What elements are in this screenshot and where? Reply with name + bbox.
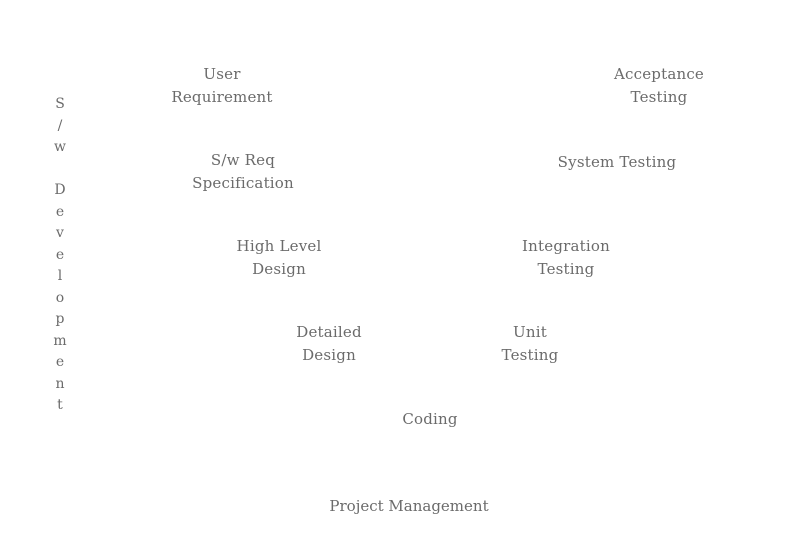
node-line: Acceptance [613,65,705,83]
node-line: Unit [513,323,547,341]
node-acceptance-testing: Acceptance Testing [614,63,704,109]
node-system-testing: System Testing [558,151,677,174]
node-line: Integration [522,237,610,255]
node-line: Design [252,260,306,278]
vertical-label-char: l [57,268,63,284]
vertical-label-char: w [54,139,66,155]
vertical-label-char: S [55,96,65,112]
node-line: User [203,65,241,83]
node-line: S/w Req [210,151,276,169]
node-line: Coding [402,410,458,428]
node-line: Testing [630,88,688,106]
node-line: Specification [192,174,294,192]
node-line: Design [302,346,356,364]
node-line: Testing [537,260,595,278]
vertical-label-char: o [55,289,65,306]
node-integration-testing: Integration Testing [522,235,610,281]
node-line: Requirement [171,88,273,106]
vertical-label-char: e [55,203,65,220]
node-detailed-design: Detailed Design [296,321,362,367]
vertical-label-char: t [57,397,63,413]
node-coding: Coding [402,408,457,431]
vertical-label-char: e [55,354,65,370]
vertical-label-char: D [54,182,66,198]
node-sw-req-specification: S/w Req Specification [192,149,294,195]
footer-project-management: Project Management [329,497,489,515]
vertical-label-char: v [56,225,64,241]
vertical-label-char: e [55,246,65,263]
node-high-level-design: High Level Design [237,235,322,281]
node-line: System Testing [557,153,677,171]
vertical-label-char: p [55,311,65,327]
vertical-label-char: m [53,332,67,349]
node-line: Testing [501,346,559,364]
node-unit-testing: Unit Testing [502,321,559,367]
node-line: High Level [236,237,322,255]
vertical-label-char: n [55,375,65,392]
vertical-label-char: / [57,117,63,134]
node-user-requirement: User Requirement [171,63,272,109]
vertical-label-char [53,159,67,181]
node-line: Detailed [296,323,362,341]
